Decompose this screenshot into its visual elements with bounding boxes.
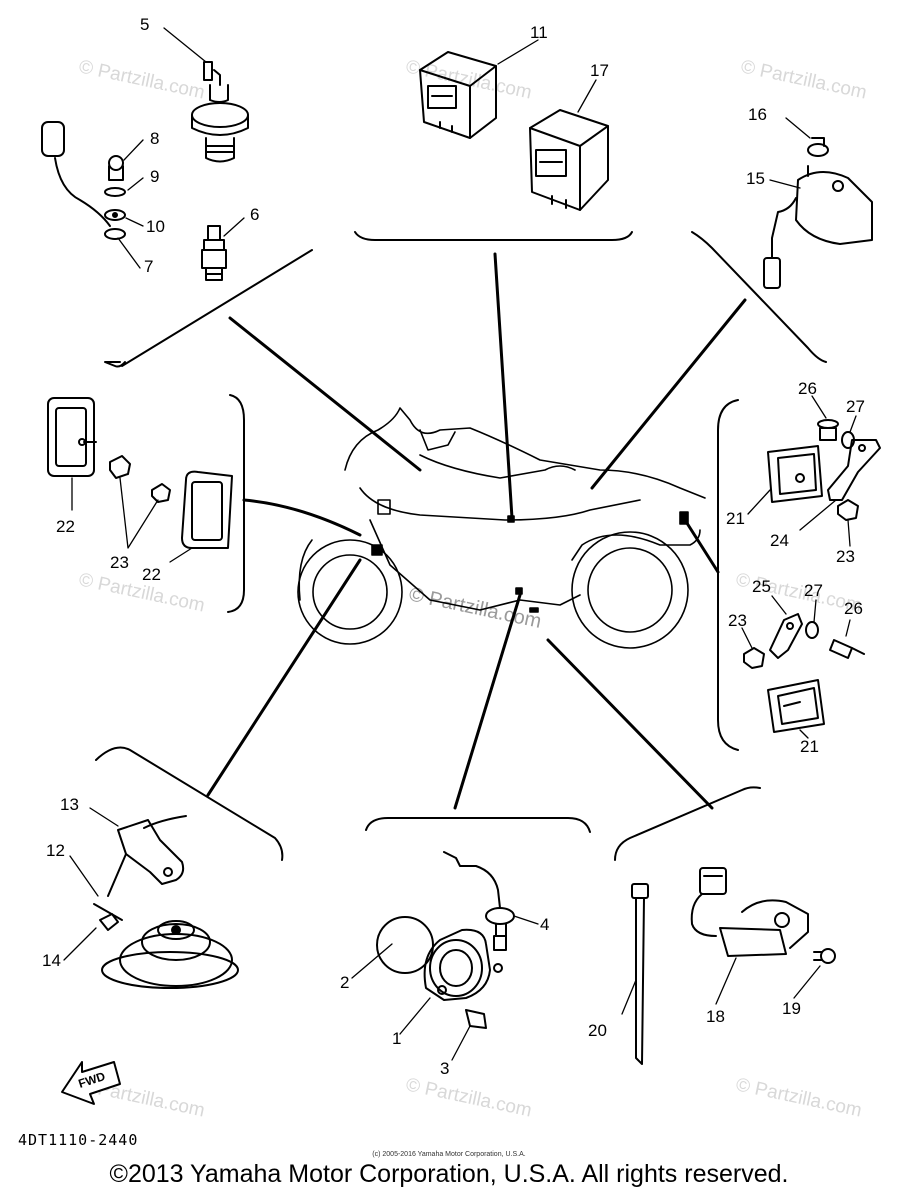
part-reflector-22-left — [47, 397, 97, 477]
callout-24: 24 — [770, 531, 789, 550]
part-switch-18 — [690, 867, 809, 957]
part-nuts-23-left — [109, 455, 171, 503]
part-relay-17 — [529, 109, 609, 211]
part-washer-27-lower — [805, 621, 819, 639]
callout-25: 25 — [752, 577, 771, 596]
callout-7: 7 — [144, 257, 153, 276]
svg-text:© Partzilla.com: © Partzilla.com — [77, 56, 207, 103]
watermarks: © Partzilla.com © Partzilla.com © Partzi… — [77, 56, 869, 1121]
callout-14: 14 — [42, 951, 61, 970]
callout-10: 10 — [146, 217, 165, 236]
callout-17: 17 — [590, 61, 609, 80]
callout-26-upper: 26 — [798, 379, 817, 398]
part-thermo-switch-5 — [191, 61, 249, 163]
callout-26-lower: 26 — [844, 599, 863, 618]
part-washer-27-upper — [841, 431, 855, 449]
copyright-notice: ©2013 Yamaha Motor Corporation, U.S.A. A… — [109, 1160, 789, 1188]
part-band-20 — [631, 883, 649, 1065]
center-watermark: © Partzilla.com — [407, 583, 543, 633]
callout-21-upper: 21 — [726, 509, 745, 528]
part-bolt-26-lower — [829, 639, 865, 659]
svg-text:© Partzilla.com: © Partzilla.com — [734, 1074, 864, 1121]
part-reflector-22-right — [181, 470, 233, 549]
motorcycle-outline — [297, 407, 706, 649]
part-sensor-1-4 — [376, 851, 515, 1029]
part-reflector-21-upper — [767, 445, 823, 503]
callout-15: 15 — [746, 169, 765, 188]
svg-text:© Partzilla.com: © Partzilla.com — [404, 56, 534, 103]
callout-21-lower: 21 — [800, 737, 819, 756]
callout-8: 8 — [150, 129, 159, 148]
callout-16: 16 — [748, 105, 767, 124]
callout-5: 5 — [140, 15, 149, 34]
callout-6: 6 — [250, 205, 259, 224]
callout-27-upper: 27 — [846, 397, 865, 416]
callout-1: 1 — [392, 1029, 401, 1048]
callout-23-left: 23 — [110, 553, 129, 572]
callout-leaders — [63, 27, 857, 1061]
part-nut-23-lower — [743, 647, 765, 669]
callout-20: 20 — [588, 1021, 607, 1040]
callout-12: 12 — [46, 841, 65, 860]
callout-9: 9 — [150, 167, 159, 186]
callout-13: 13 — [60, 795, 79, 814]
part-reflector-21-lower — [767, 679, 825, 733]
callout-23-lower: 23 — [728, 611, 747, 630]
callout-22-lower: 22 — [142, 565, 161, 584]
callout-19: 19 — [782, 999, 801, 1018]
callout-22-upper: 22 — [56, 517, 75, 536]
part-bolt-19 — [813, 948, 836, 964]
part-horn-12-13-14 — [93, 815, 239, 989]
leader-lines — [206, 252, 747, 810]
callout-18: 18 — [706, 1007, 725, 1026]
callout-2: 2 — [340, 973, 349, 992]
small-copyright: (c) 2005-2016 Yamaha Motor Corporation, … — [372, 1151, 526, 1158]
part-lead-7-8-9-10 — [41, 121, 126, 240]
fwd-arrow-icon — [61, 1061, 121, 1105]
diagram-code: 4DT1110-2440 — [18, 1131, 139, 1149]
part-sender-15-16 — [763, 137, 873, 289]
part-bolt-26-upper — [817, 419, 839, 441]
part-switch-6 — [201, 225, 227, 281]
svg-text:© Partzilla.com: © Partzilla.com — [739, 56, 869, 103]
callout-11: 11 — [530, 23, 548, 42]
svg-text:© Partzilla.com: © Partzilla.com — [404, 1074, 534, 1121]
group-brackets — [95, 231, 827, 861]
part-bracket-24 — [827, 439, 881, 501]
part-relay-11 — [419, 51, 497, 139]
callout-27-lower: 27 — [804, 581, 823, 600]
callout-23-upper: 23 — [836, 547, 855, 566]
callout-4: 4 — [540, 915, 549, 934]
part-bracket-25 — [769, 613, 803, 659]
part-nut-23-upper — [837, 499, 859, 521]
callout-3: 3 — [440, 1059, 449, 1078]
